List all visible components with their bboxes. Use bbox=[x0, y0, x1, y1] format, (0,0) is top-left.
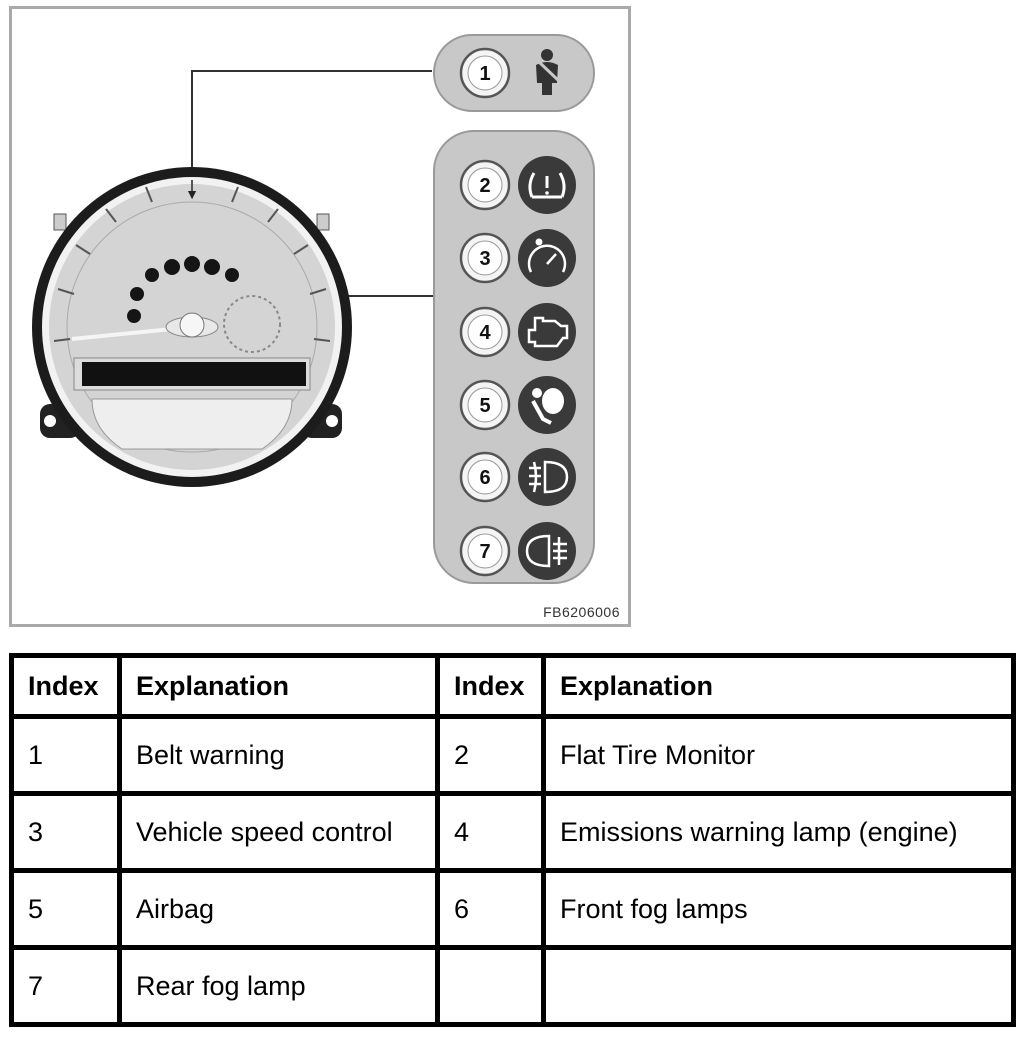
row-cell bbox=[435, 945, 546, 1027]
indicator-number-badge: 3 bbox=[459, 232, 511, 284]
indicator-number: 7 bbox=[479, 541, 490, 563]
table-row: 1 Belt warning 2 Flat Tire Monitor bbox=[9, 714, 1016, 796]
indicator-number-badge: 5 bbox=[459, 379, 511, 431]
front-fog-lamp-icon bbox=[518, 448, 576, 506]
row-cell: 2 bbox=[435, 714, 546, 796]
indicator-number-badge: 4 bbox=[459, 306, 511, 358]
figure-code: FB6206006 bbox=[543, 604, 620, 620]
row-cell: 6 bbox=[435, 868, 546, 950]
row-cell: Flat Tire Monitor bbox=[541, 714, 1016, 796]
row-cell: Emissions warning lamp (engine) bbox=[541, 791, 1016, 873]
header-index-2: Index bbox=[435, 653, 546, 719]
row-cell: 4 bbox=[435, 791, 546, 873]
speedometer-gauge: ▼ bbox=[32, 167, 352, 487]
indicator-number: 6 bbox=[479, 467, 490, 489]
indicator-number: 4 bbox=[479, 322, 491, 344]
speed-control-icon bbox=[518, 229, 576, 287]
row-cell: Vehicle speed control bbox=[117, 791, 440, 873]
indicator-2: 2 bbox=[459, 156, 576, 214]
speedometer-figure: ▼ 1 2 3 4 5 6 7 FB6206006 bbox=[9, 6, 631, 627]
indicator-number-badge: 2 bbox=[459, 159, 511, 211]
indicator-3: 3 bbox=[459, 229, 576, 287]
engine-icon bbox=[518, 303, 576, 361]
seatbelt-icon bbox=[536, 49, 561, 95]
leader-line-1 bbox=[191, 70, 432, 199]
rear-fog-lamp-icon bbox=[518, 522, 576, 580]
table-header-row: Index Explanation Index Explanation bbox=[9, 653, 1016, 719]
indicator-number: 3 bbox=[479, 248, 490, 270]
table-row: 5 Airbag 6 Front fog lamps bbox=[9, 868, 1016, 950]
row-cell: Front fog lamps bbox=[541, 868, 1016, 950]
row-cell: 7 bbox=[9, 945, 122, 1027]
row-cell: 3 bbox=[9, 791, 122, 873]
indicator-number: 5 bbox=[479, 395, 490, 417]
header-index-1: Index bbox=[9, 653, 122, 719]
indicator-6: 6 bbox=[459, 448, 576, 506]
table-row: 7 Rear fog lamp bbox=[9, 945, 1016, 1027]
indicator-4: 4 bbox=[459, 303, 576, 361]
indicator-5: 5 bbox=[459, 376, 576, 434]
indicator-number-badge: 7 bbox=[459, 525, 511, 577]
row-cell: 1 bbox=[9, 714, 122, 796]
indicator-number-badge: 1 bbox=[459, 47, 511, 99]
table-row: 3 Vehicle speed control 4 Emissions warn… bbox=[9, 791, 1016, 873]
indicator-panel-1 bbox=[433, 34, 595, 112]
header-explanation-1: Explanation bbox=[117, 653, 440, 719]
row-cell bbox=[541, 945, 1016, 1027]
header-explanation-2: Explanation bbox=[541, 653, 1016, 719]
row-cell: 5 bbox=[9, 868, 122, 950]
indicator-7: 7 bbox=[459, 522, 576, 580]
flat-tire-icon bbox=[518, 156, 576, 214]
row-cell: Airbag bbox=[117, 868, 440, 950]
row-cell: Belt warning bbox=[117, 714, 440, 796]
legend-table: Index Explanation Index Explanation 1 Be… bbox=[9, 653, 1016, 1027]
indicator-number-badge: 6 bbox=[459, 451, 511, 503]
airbag-icon bbox=[518, 376, 576, 434]
indicator-number: 1 bbox=[479, 63, 490, 85]
figure-drawing: ▼ 1 2 3 4 5 6 7 bbox=[32, 34, 595, 584]
svg-text:▼: ▼ bbox=[185, 186, 199, 202]
indicator-number: 2 bbox=[479, 175, 490, 197]
indicator-1: 1 bbox=[459, 47, 561, 99]
row-cell: Rear fog lamp bbox=[117, 945, 440, 1027]
